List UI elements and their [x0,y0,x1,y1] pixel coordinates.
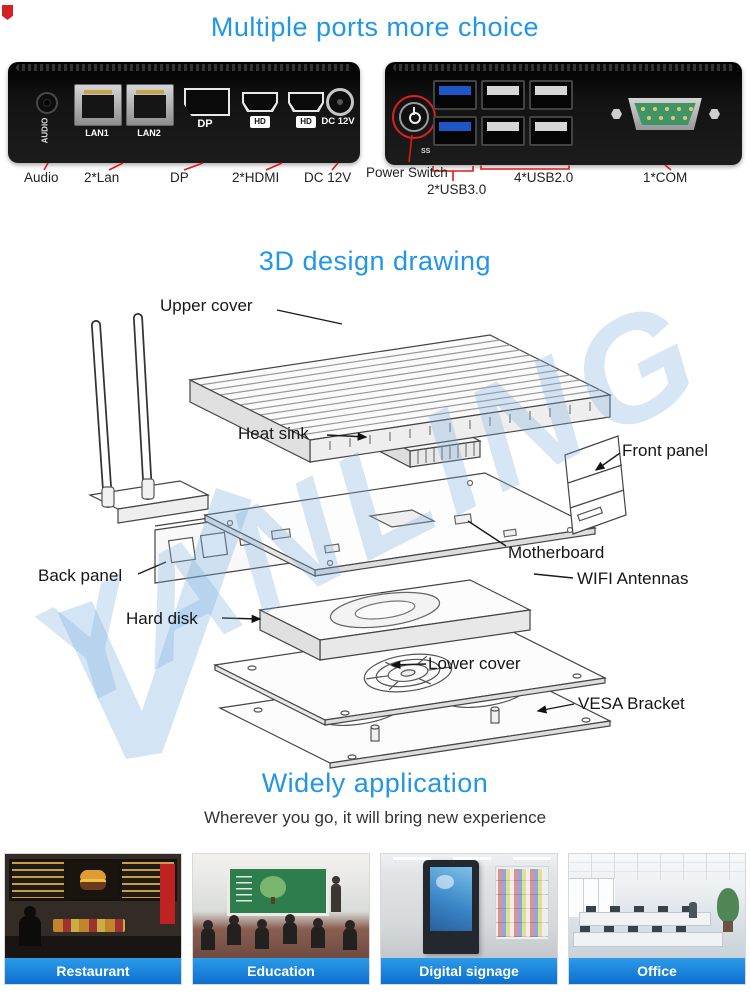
customer-silhouette [19,906,41,946]
displayport-port [184,88,230,116]
power-button [399,102,429,132]
callout-usb2: 4*USB2.0 [514,170,574,185]
design-section-title: 3D design drawing [258,246,492,276]
signage-kiosk [423,860,479,954]
teacher-silhouette [331,876,341,912]
com-pins-row1 [641,107,645,111]
callout-hdmi: 2*HDMI [232,170,280,185]
hdmi-badge-1: HD [250,116,270,128]
callout-usb3: 2*USB3.0 [427,182,487,197]
usb2-port-2 [481,116,525,146]
callout-dp: DP [170,170,189,185]
label-upper-cover: Upper cover [160,296,253,315]
lan1-label: LAN1 [85,128,109,138]
desk-row-1 [579,906,711,926]
menu-boards [9,859,177,901]
callout-audio: Audio [24,170,59,185]
chalkboard [227,866,329,916]
caption-restaurant: Restaurant [5,958,181,984]
hdmi-port-1 [242,92,278,112]
usb3-port-2 [433,116,477,146]
office-plant [717,888,739,932]
callout-power: Power Switch [366,165,448,180]
caption-office: Office [569,958,745,984]
label-heat-sink: Heat sink [238,424,309,443]
mini-pc-front-view: AUDIO LAN1 LAN2 DP HD HD DC 12V [8,62,360,163]
store-shelf [495,866,549,940]
apps-subtitle: Wherever you go, it will bring new exper… [203,808,547,827]
callout-lan: 2*Lan [84,170,120,185]
digital-signage-photo [381,854,557,958]
office-worker [689,902,697,918]
label-front-panel: Front panel [622,441,708,460]
app-card-office: Office [568,853,746,985]
ports-section-title: Multiple ports more choice [210,12,540,42]
apps-section-title: Widely application [261,768,489,798]
kiosk-screen [430,867,472,931]
dc-label: DC 12V [321,116,355,127]
lan1-port [74,84,122,126]
restaurant-photo [5,854,181,958]
burger-image [80,870,106,890]
education-photo [193,854,369,958]
usb2-port-1 [481,80,525,110]
audio-jack [36,92,58,114]
corner-logo-mark [2,5,13,20]
food-counter-items [53,919,125,932]
usb2-port-4 [529,116,573,146]
app-card-restaurant: Restaurant [4,853,182,985]
callout-com: 1*COM [643,170,688,185]
app-card-education: Education [192,853,370,985]
com-pins-row2 [647,116,651,120]
tree-drawing [260,876,286,904]
label-back-panel: Back panel [38,566,123,585]
com-screw-right [709,109,720,119]
usb3-port-1 [433,80,477,110]
caption-education: Education [193,958,369,984]
desk-row-2 [573,926,723,947]
usb3-ss-marking: SS [421,148,431,155]
dc-power-jack [326,88,354,116]
label-wifi-antennas: WIFI Antennas [577,569,689,588]
app-card-digital-signage: Digital signage [380,853,558,985]
caption-digital-signage: Digital signage [381,958,557,984]
usb2-port-3 [529,80,573,110]
dp-label: DP [197,118,213,130]
mini-pc-back-view: SS [385,62,742,165]
label-vesa-bracket: VESA Bracket [578,694,685,713]
red-banner [160,864,175,924]
hdmi-port-2 [288,92,324,112]
label-hard-disk: Hard disk [126,609,198,628]
office-photo [569,854,745,958]
label-lower-cover: Lower cover [428,654,521,673]
lan2-port [126,84,174,126]
label-motherboard: Motherboard [508,543,605,562]
callout-dc: DC 12V [304,170,352,185]
counter [5,936,181,958]
com-screw-left [611,109,622,119]
hdmi-badge-2: HD [296,116,316,128]
lan2-label: LAN2 [137,128,161,138]
exploded-view-drawing [88,309,627,769]
